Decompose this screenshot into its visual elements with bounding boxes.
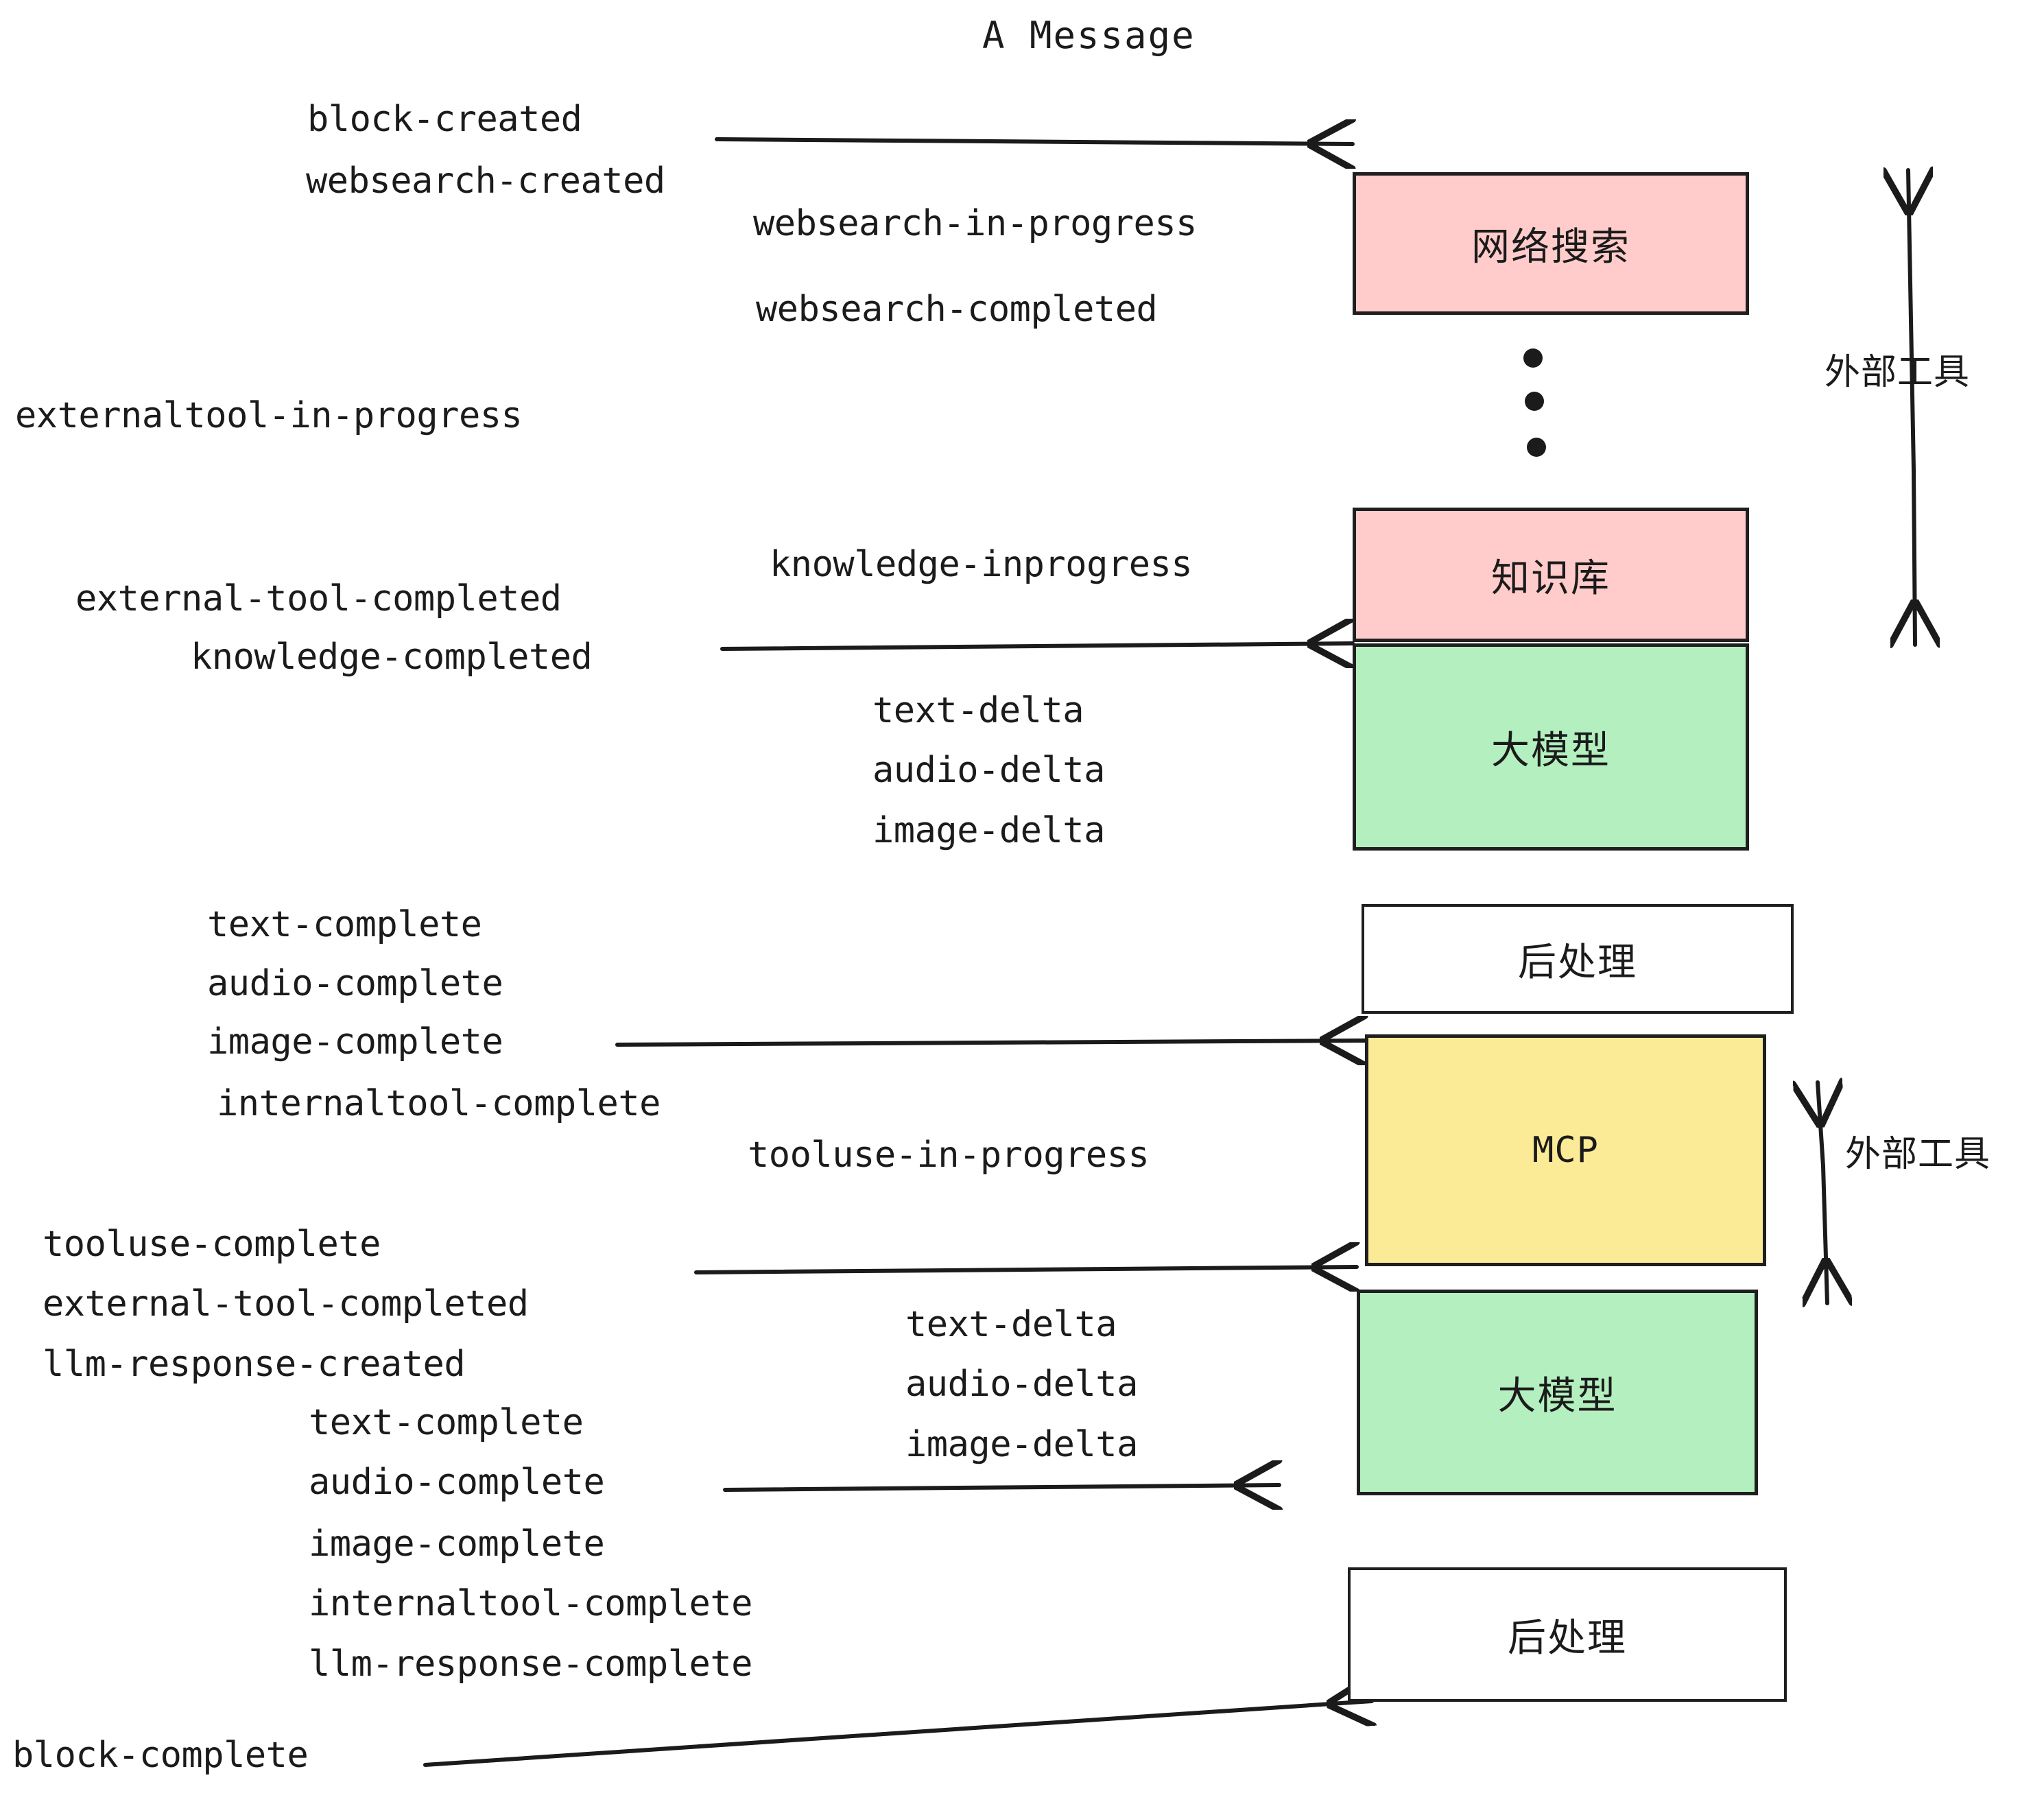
event-websearch-in-progress: websearch-in-progress — [753, 203, 1197, 244]
arrow-mcp-out — [694, 1267, 1357, 1272]
event-tooluse-complete: tooluse-complete — [43, 1224, 381, 1265]
event-internaltool-complete-1: internaltool-complete — [217, 1083, 661, 1124]
event-knowledge-completed: knowledge-completed — [191, 637, 593, 678]
side-label-external-tools-bottom: 外部工具 — [1845, 1135, 1991, 1174]
node-mcp-label: MCP — [1532, 1130, 1599, 1171]
event-tooluse-in-progress: tooluse-in-progress — [748, 1135, 1150, 1176]
event-external-tool-completed-2: external-tool-completed — [43, 1283, 529, 1325]
node-knowledge[interactable]: 知识库 — [1353, 508, 1749, 642]
arrow-knowledge-out — [720, 643, 1353, 649]
event-block-created: block-created — [307, 99, 582, 140]
event-audio-delta-1: audio-delta — [872, 750, 1105, 791]
node-postprocess-top[interactable]: 后处理 — [1362, 904, 1794, 1014]
node-llm-top-label: 大模型 — [1491, 728, 1611, 772]
vertical-ellipsis-icon — [1523, 348, 1546, 457]
arrow-postprocess-out — [423, 1701, 1372, 1767]
side-label-external-tools-top: 外部工具 — [1825, 353, 1971, 392]
event-audio-delta-2: audio-delta — [905, 1364, 1138, 1405]
arrow-websearch-out — [715, 139, 1353, 144]
event-image-complete-2: image-complete — [309, 1523, 605, 1565]
event-text-delta-2: text-delta — [905, 1304, 1117, 1345]
event-llm-response-complete: llm-response-complete — [309, 1643, 752, 1685]
event-websearch-created: websearch-created — [306, 161, 665, 202]
event-text-complete-2: text-complete — [309, 1402, 584, 1443]
event-audio-complete-1: audio-complete — [207, 963, 503, 1004]
node-mcp[interactable]: MCP — [1365, 1034, 1766, 1266]
event-internaltool-complete-2: internaltool-complete — [309, 1583, 752, 1624]
node-postprocess-bottom[interactable]: 后处理 — [1348, 1567, 1787, 1702]
arrow-llm-top-out — [615, 1041, 1365, 1045]
arrow-external-tools-top — [1908, 170, 1915, 645]
node-knowledge-label: 知识库 — [1491, 556, 1611, 600]
node-websearch[interactable]: 网络搜索 — [1353, 172, 1749, 315]
arrow-llm-bottom-out — [723, 1485, 1279, 1490]
event-block-complete: block-complete — [12, 1735, 309, 1776]
arrow-external-tools-bottom — [1818, 1082, 1827, 1303]
event-websearch-completed: websearch-completed — [756, 289, 1158, 330]
event-image-complete-1: image-complete — [207, 1021, 503, 1063]
event-knowledge-inprogress: knowledge-inprogress — [770, 544, 1193, 585]
event-image-delta-1: image-delta — [872, 810, 1105, 851]
node-llm-bottom[interactable]: 大模型 — [1357, 1290, 1758, 1495]
diagram-title: A Message — [982, 14, 1196, 57]
node-websearch-label: 网络搜索 — [1471, 224, 1630, 268]
node-postprocess-top-label: 后处理 — [1518, 940, 1637, 984]
event-llm-response-created: llm-response-created — [43, 1344, 466, 1385]
event-external-tool-completed-1: external-tool-completed — [75, 578, 562, 619]
event-audio-complete-2: audio-complete — [309, 1462, 605, 1503]
event-externaltool-in-progress: externaltool-in-progress — [15, 395, 523, 436]
node-postprocess-bottom-label: 后处理 — [1508, 1615, 1627, 1659]
node-llm-bottom-label: 大模型 — [1497, 1373, 1617, 1417]
node-llm-top[interactable]: 大模型 — [1353, 643, 1749, 851]
event-text-complete-1: text-complete — [207, 904, 482, 945]
event-text-delta-1: text-delta — [872, 690, 1084, 731]
event-image-delta-2: image-delta — [905, 1424, 1138, 1465]
